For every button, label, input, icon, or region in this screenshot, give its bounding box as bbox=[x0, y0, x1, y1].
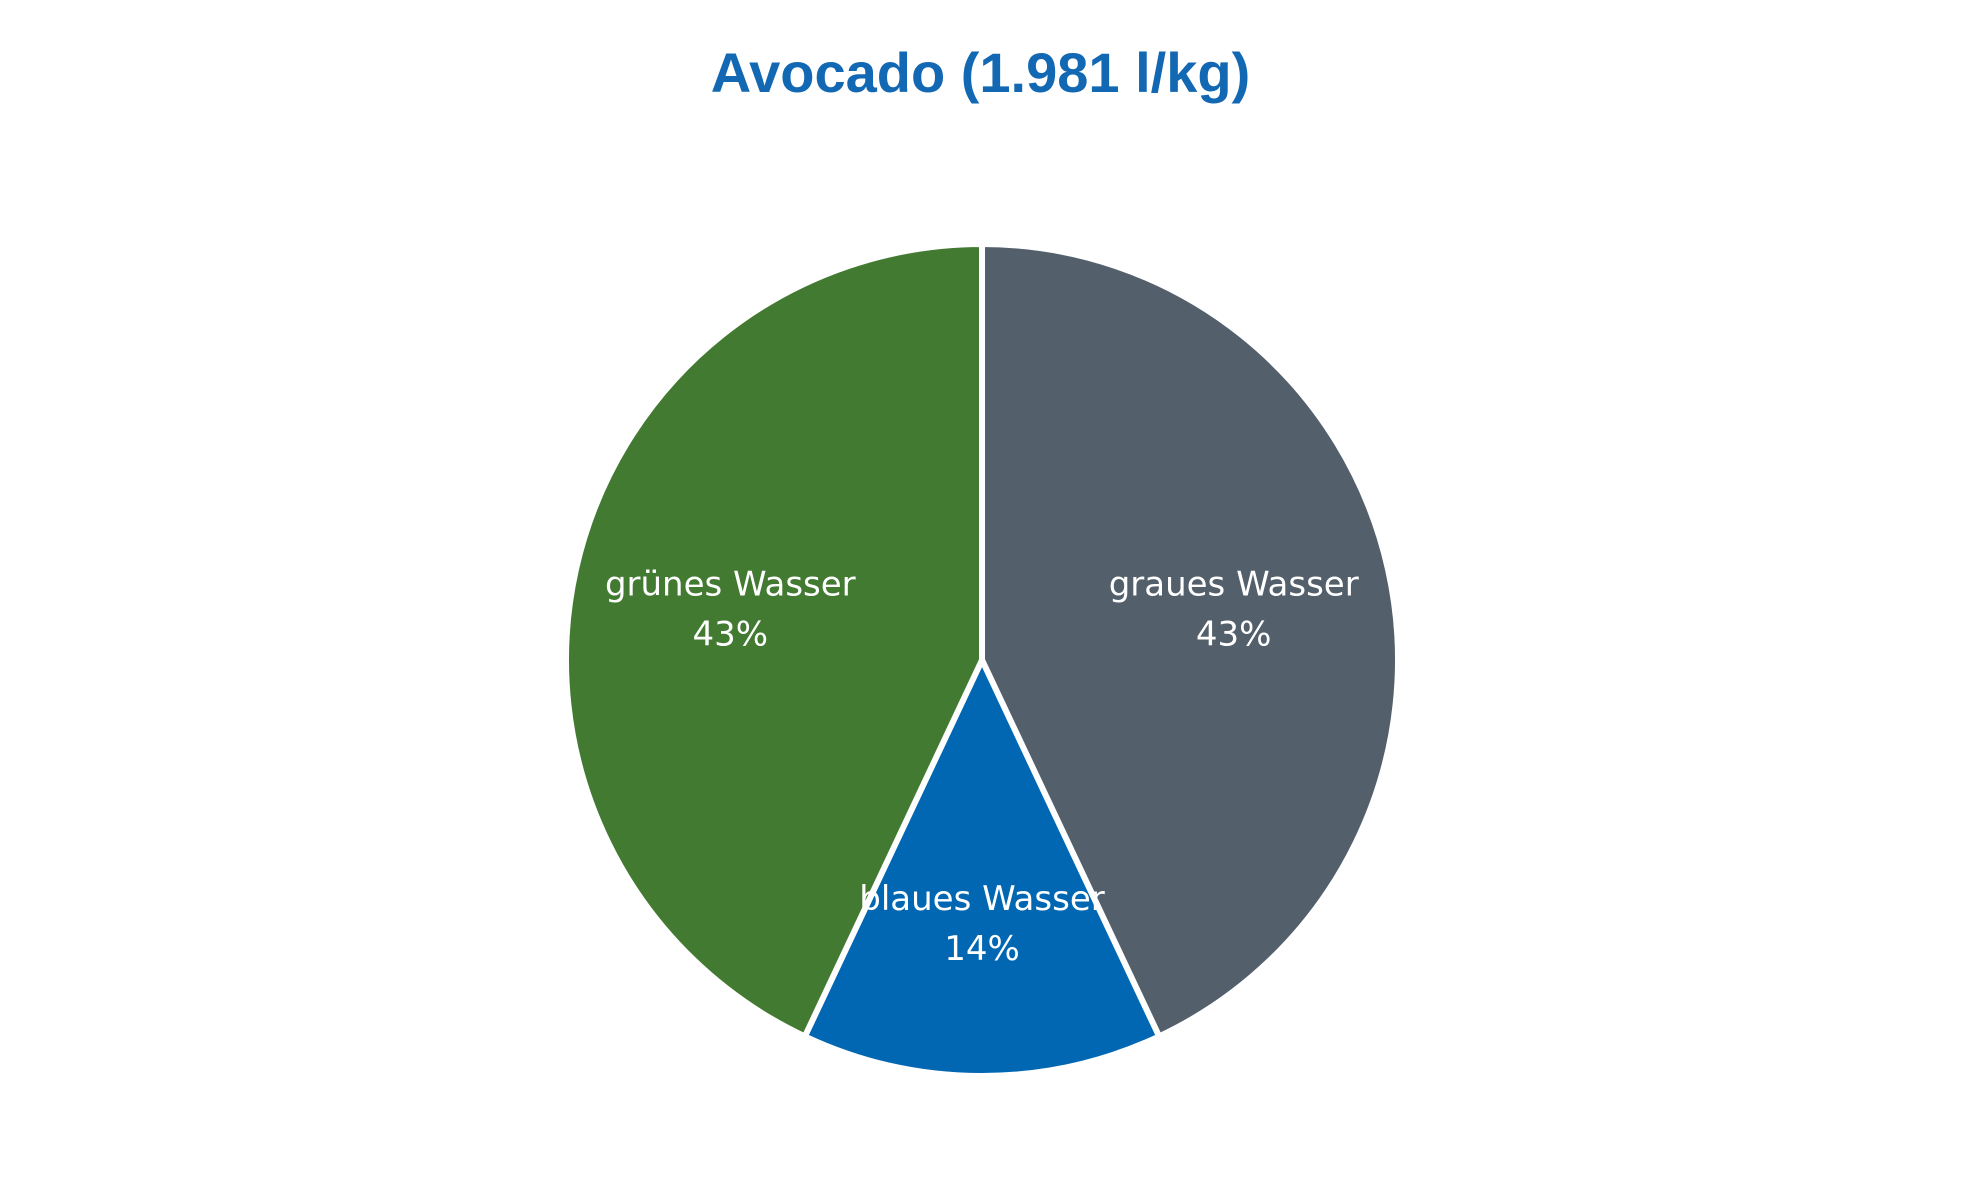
slice-name-0: graues Wasser bbox=[1109, 565, 1359, 605]
pie-slice-1 bbox=[801, 657, 1163, 1079]
slice-value-2: 43% bbox=[693, 615, 769, 655]
slice-label-1: blaues Wasser 14% bbox=[859, 879, 1104, 969]
slice-value-0: 43% bbox=[1196, 615, 1272, 655]
slice-label-0: graues Wasser 43% bbox=[1109, 565, 1359, 655]
slice-name-2: grünes Wasser bbox=[605, 565, 856, 605]
slice-label-2: grünes Wasser 43% bbox=[605, 565, 856, 655]
pie-slices bbox=[563, 241, 1401, 1079]
pie-labels: graues Wasser 43% blaues Wasser 14% grünes W… bbox=[605, 565, 1359, 969]
pie-slice-2 bbox=[563, 241, 985, 1040]
slice-name-1: blaues Wasser bbox=[859, 879, 1104, 919]
pie-slice-0 bbox=[979, 241, 1401, 1040]
chart-title: Avocado (1.981 l/kg) bbox=[710, 41, 1251, 104]
slice-value-1: 14% bbox=[944, 929, 1020, 969]
